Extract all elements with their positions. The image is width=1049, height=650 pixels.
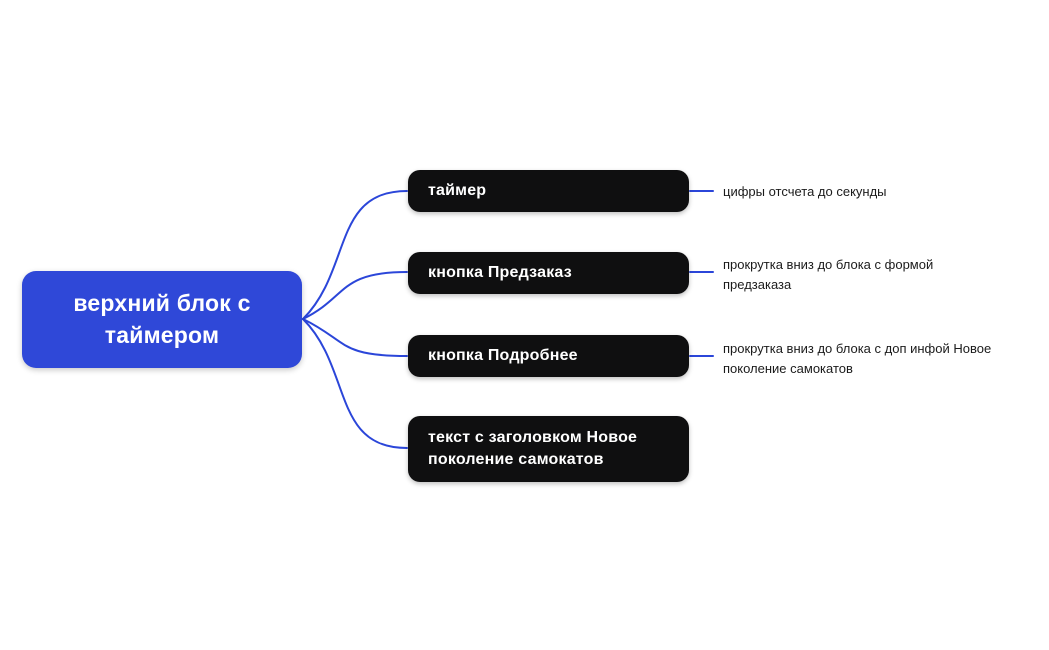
node-timer-label: таймер (428, 182, 487, 200)
connector-root-to-details (302, 318, 408, 357)
root-node-top-block[interactable]: верхний блок с таймером (22, 271, 302, 368)
annotation-details: прокрутка вниз до блока с доп инфой Ново… (723, 341, 992, 377)
connector-root-to-timer (302, 190, 408, 320)
connector-root-to-heading (302, 318, 408, 449)
annotation-preorder: прокрутка вниз до блока с формой предзак… (723, 257, 934, 293)
node-preorder-button-label: кнопка Предзаказ (428, 264, 572, 282)
node-heading-text[interactable]: текст с заголовком Новое поколение самок… (408, 416, 689, 482)
node-timer[interactable]: таймер (408, 170, 689, 212)
node-details-button[interactable]: кнопка Подробнее (408, 335, 689, 377)
connector-root-to-preorder (302, 271, 408, 320)
node-details-button-label: кнопка Подробнее (428, 347, 578, 365)
node-heading-text-label: текст с заголовком Новое поколение самок… (428, 429, 638, 468)
root-node-label: верхний блок с таймером (73, 290, 251, 348)
annotation-timer: цифры отсчета до секунды (723, 184, 887, 199)
node-preorder-button[interactable]: кнопка Предзаказ (408, 252, 689, 294)
